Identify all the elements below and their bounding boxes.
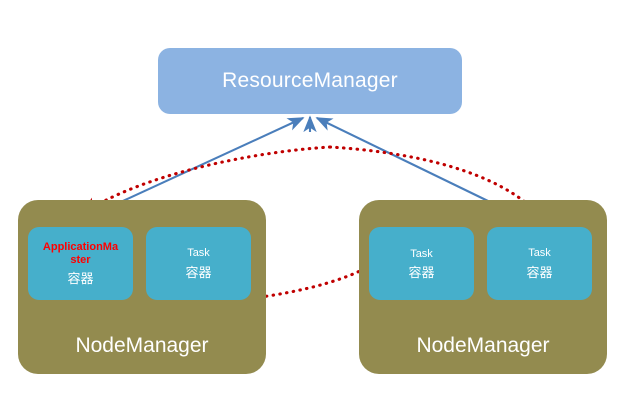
resource-manager-label: ResourceManager [222,69,398,92]
container-task-title: Task [410,247,433,260]
resource-manager-box[interactable]: ResourceManager [158,48,462,114]
container-task-subtitle: 容器 [526,265,553,280]
edge-nm-right-to-rm [315,117,489,202]
container-app-master-subtitle: 容器 [67,271,94,286]
edge-nm-left-to-rm [122,117,305,202]
container-task-subtitle: 容器 [408,264,435,280]
node-manager-right-box[interactable]: Task 容器 Task 容器 NodeManager [359,200,607,374]
container-app-master[interactable]: ApplicationMaster 容器 [28,227,133,300]
container-task-title: Task [187,247,210,259]
node-manager-right-label: NodeManager [416,334,550,357]
container-task-right-nm-first[interactable]: Task 容器 [369,227,474,300]
container-task-subtitle: 容器 [185,265,212,280]
node-manager-left-box[interactable]: ApplicationMaster 容器 Task 容器 NodeManager [18,200,266,374]
container-task-left-nm[interactable]: Task 容器 [146,227,251,300]
node-manager-left-label: NodeManager [75,334,209,357]
container-task-right-nm-second[interactable]: Task 容器 [487,227,592,300]
container-app-master-title: ApplicationMaster [42,241,119,266]
container-task-title: Task [528,247,551,259]
